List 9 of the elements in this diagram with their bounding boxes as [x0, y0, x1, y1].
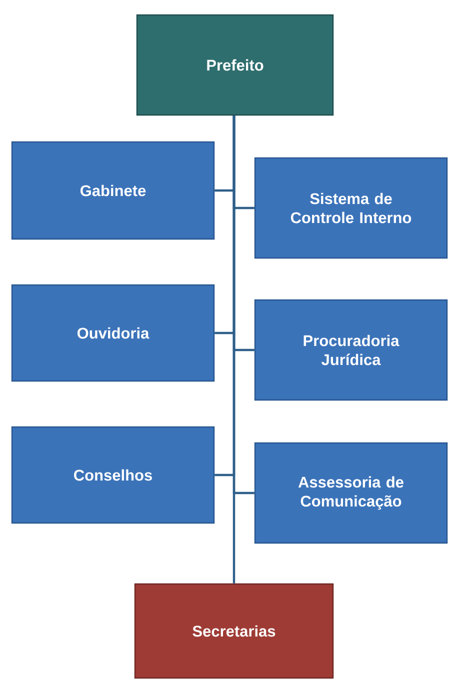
unit-box: Procuradoria Jurídica — [254, 299, 448, 401]
unit-box: Gabinete — [11, 141, 215, 240]
unit-box: Sistema de Controle Interno — [254, 157, 448, 259]
bottom-box: Secretarias — [134, 583, 334, 679]
unit-box: Conselhos — [11, 426, 215, 524]
top-box: Prefeito — [136, 14, 334, 116]
unit-box: Ouvidoria — [11, 284, 215, 382]
connector-line — [232, 116, 236, 584]
unit-box: Assessoria de Comunicação — [254, 442, 448, 544]
